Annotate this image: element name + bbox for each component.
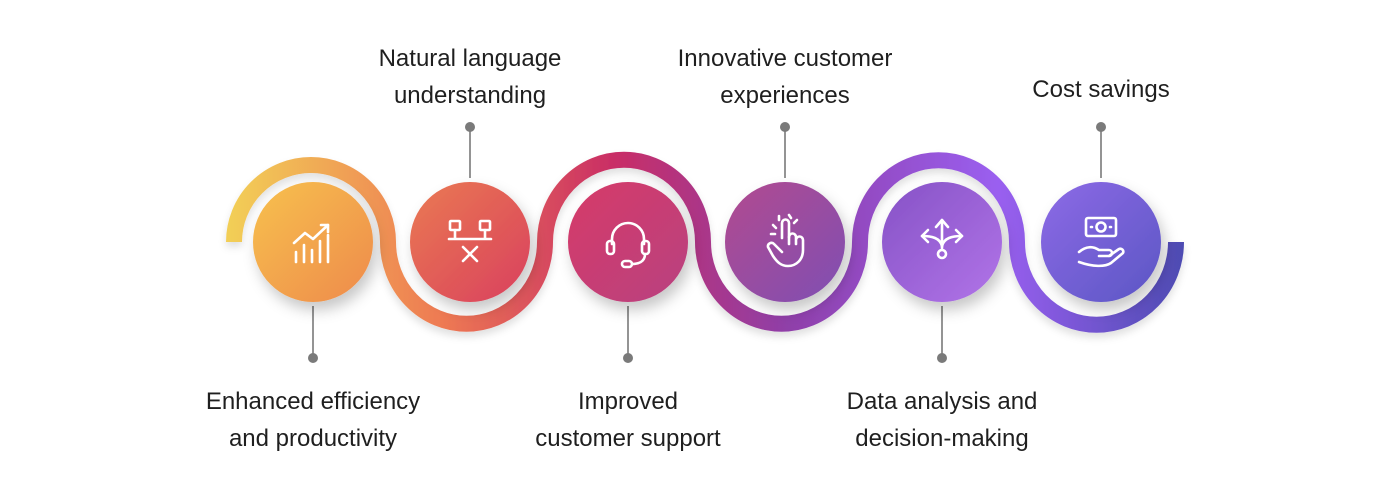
step-label-line: and productivity <box>228 425 398 452</box>
connector-dot-5 <box>937 353 947 363</box>
money-hand-icon <box>1077 216 1125 268</box>
step-circle-3 <box>568 182 688 302</box>
connector-dot-4 <box>780 122 790 132</box>
touch-hand-icon <box>766 213 805 268</box>
step-label-line: experiences <box>720 82 850 109</box>
step-label-line: customer support <box>535 425 721 452</box>
step-circle-4 <box>725 182 845 302</box>
step-label-4: Innovative customer experiences <box>655 40 915 114</box>
connector-dot-6 <box>1096 122 1106 132</box>
step-label-line: Enhanced efficiency <box>205 388 421 415</box>
step-label-line: Data analysis and <box>846 388 1038 415</box>
step-label-3: Improved customer support <box>498 383 758 457</box>
language-network-icon <box>447 219 493 263</box>
step-label-line: decision-making <box>855 425 1029 452</box>
step-circle-6 <box>1041 182 1161 302</box>
connector-dot-1 <box>308 353 318 363</box>
decision-arrows-icon <box>920 218 964 260</box>
step-label-line: Cost savings <box>1032 76 1170 103</box>
step-label-2: Natural language understanding <box>340 40 600 114</box>
step-label-line: understanding <box>393 82 547 109</box>
step-label-1: Enhanced efficiency and productivity <box>183 383 443 457</box>
connector-dot-3 <box>623 353 633 363</box>
step-label-6: Cost savings <box>971 71 1231 108</box>
timeline-ribbon <box>226 151 1184 333</box>
step-circle-1 <box>253 182 373 302</box>
step-circle-2 <box>410 182 530 302</box>
connector-dot-2 <box>465 122 475 132</box>
step-label-line: Natural language <box>378 45 562 72</box>
step-label-line: Innovative customer <box>677 45 893 72</box>
step-label-line: Improved <box>577 388 679 415</box>
step-label-5: Data analysis and decision-making <box>812 383 1072 457</box>
headset-icon <box>605 221 651 269</box>
growth-chart-icon <box>292 223 330 264</box>
